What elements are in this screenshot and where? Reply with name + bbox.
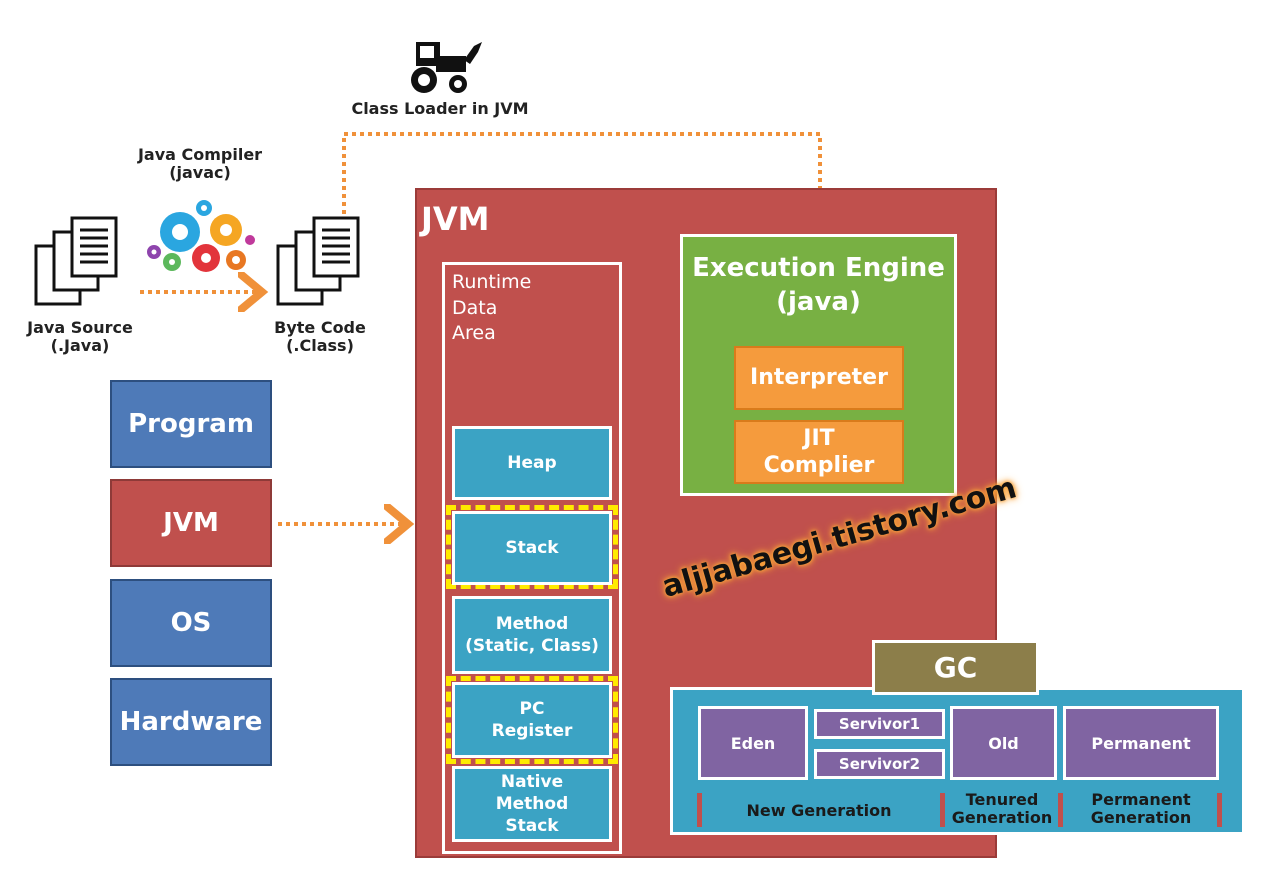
jit-compiler-block: JIT Complier (734, 420, 904, 484)
program-layer: Program (110, 380, 272, 468)
runtime-data-area-label: Runtime Data Area (452, 271, 532, 345)
tractor-icon (411, 42, 482, 93)
heap-block: Heap (452, 426, 612, 500)
generation-divider (697, 793, 702, 827)
generation-divider (940, 793, 945, 827)
java-compiler-label: Java Compiler (javac) (137, 145, 263, 183)
servivor1-block: Servivor1 (814, 709, 945, 739)
gears-icon (147, 200, 255, 272)
gc-label: GC (872, 640, 1039, 695)
runtime-data-area (442, 262, 622, 854)
pc-register-block: PC Register (452, 682, 612, 758)
interpreter-block: Interpreter (734, 346, 904, 410)
servivor2-block: Servivor2 (814, 749, 945, 779)
eden-block: Eden (698, 706, 808, 780)
hardware-layer: Hardware (110, 678, 272, 766)
os-layer: OS (110, 579, 272, 667)
new-generation-label: New Generation (746, 801, 892, 820)
byte-code-label: Byte Code (.Class) (274, 318, 366, 356)
tenured-generation-label: Tenured Generation (951, 790, 1053, 828)
generation-divider (1058, 793, 1063, 827)
class-loader-label: Class Loader in JVM (351, 99, 529, 118)
jvm-title: JVM (421, 200, 490, 238)
native-method-stack-block: Native Method Stack (452, 766, 612, 842)
stack-block: Stack (452, 511, 612, 585)
classloader-arrow (342, 132, 820, 226)
pc-register-highlight (446, 676, 618, 764)
jvm-layer: JVM (110, 479, 272, 567)
java-source-label: Java Source (.Java) (27, 318, 133, 356)
java-source-document-icon (34, 216, 118, 306)
stack-highlight (446, 505, 618, 589)
generation-divider (1217, 793, 1222, 827)
old-block: Old (950, 706, 1057, 780)
permanent-block: Permanent (1063, 706, 1219, 780)
byte-code-document-icon (276, 216, 360, 306)
permanent-generation-label: Permanent Generation (1090, 790, 1192, 828)
execution-engine-title: Execution Engine (java) (692, 253, 945, 317)
method-area-block: Method (Static, Class) (452, 596, 612, 674)
